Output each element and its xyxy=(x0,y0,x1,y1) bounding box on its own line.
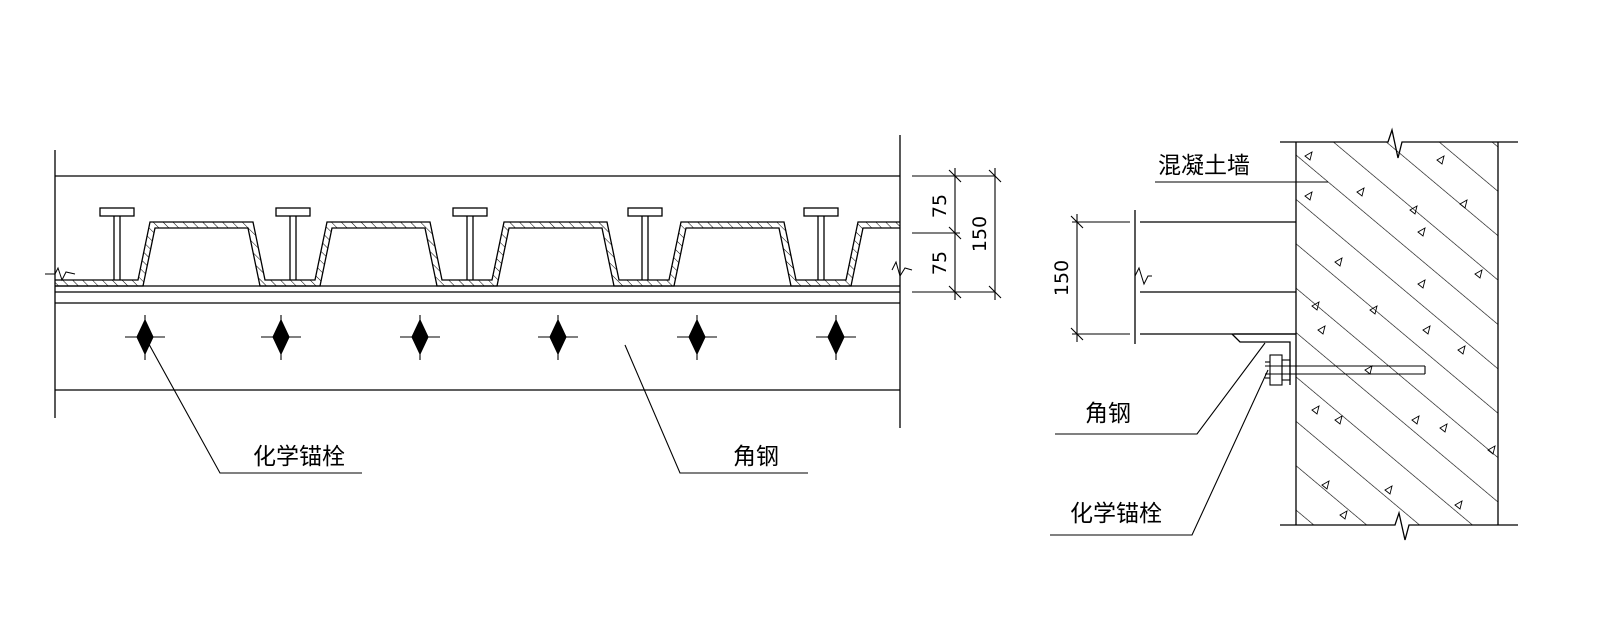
label-chemical-anchor-left: 化学锚栓 xyxy=(253,444,345,470)
anchor-leader-right xyxy=(1050,369,1269,536)
steel-deck-profile xyxy=(55,227,900,287)
angle-steel-section xyxy=(1231,333,1291,385)
chemical-anchor-marks xyxy=(125,315,856,360)
angle-steel-leader-right xyxy=(1055,342,1266,435)
left-dimensions xyxy=(912,168,1002,300)
concrete-aggregate xyxy=(1304,151,1496,520)
dim-height-150-right: 150 xyxy=(1051,260,1073,296)
chemical-anchor-bolt xyxy=(1265,354,1426,386)
right-dimensions xyxy=(1070,214,1130,342)
shear-studs xyxy=(99,207,839,280)
label-angle-steel-right: 角钢 xyxy=(1085,401,1131,427)
label-angle-steel-left: 角钢 xyxy=(733,444,779,470)
label-chemical-anchor-right: 化学锚栓 xyxy=(1070,501,1162,527)
concrete-wall xyxy=(1296,142,1498,525)
label-concrete-wall: 混凝土墙 xyxy=(1158,153,1250,179)
dim-total-150: 150 xyxy=(969,216,991,252)
right-section-view xyxy=(1050,127,1518,541)
left-elevation-view xyxy=(45,135,1002,474)
angle-steel-leader-left xyxy=(624,344,808,474)
dim-lower-75: 75 xyxy=(929,251,951,275)
dim-upper-75: 75 xyxy=(929,194,951,218)
anchor-leader-left xyxy=(144,336,362,474)
